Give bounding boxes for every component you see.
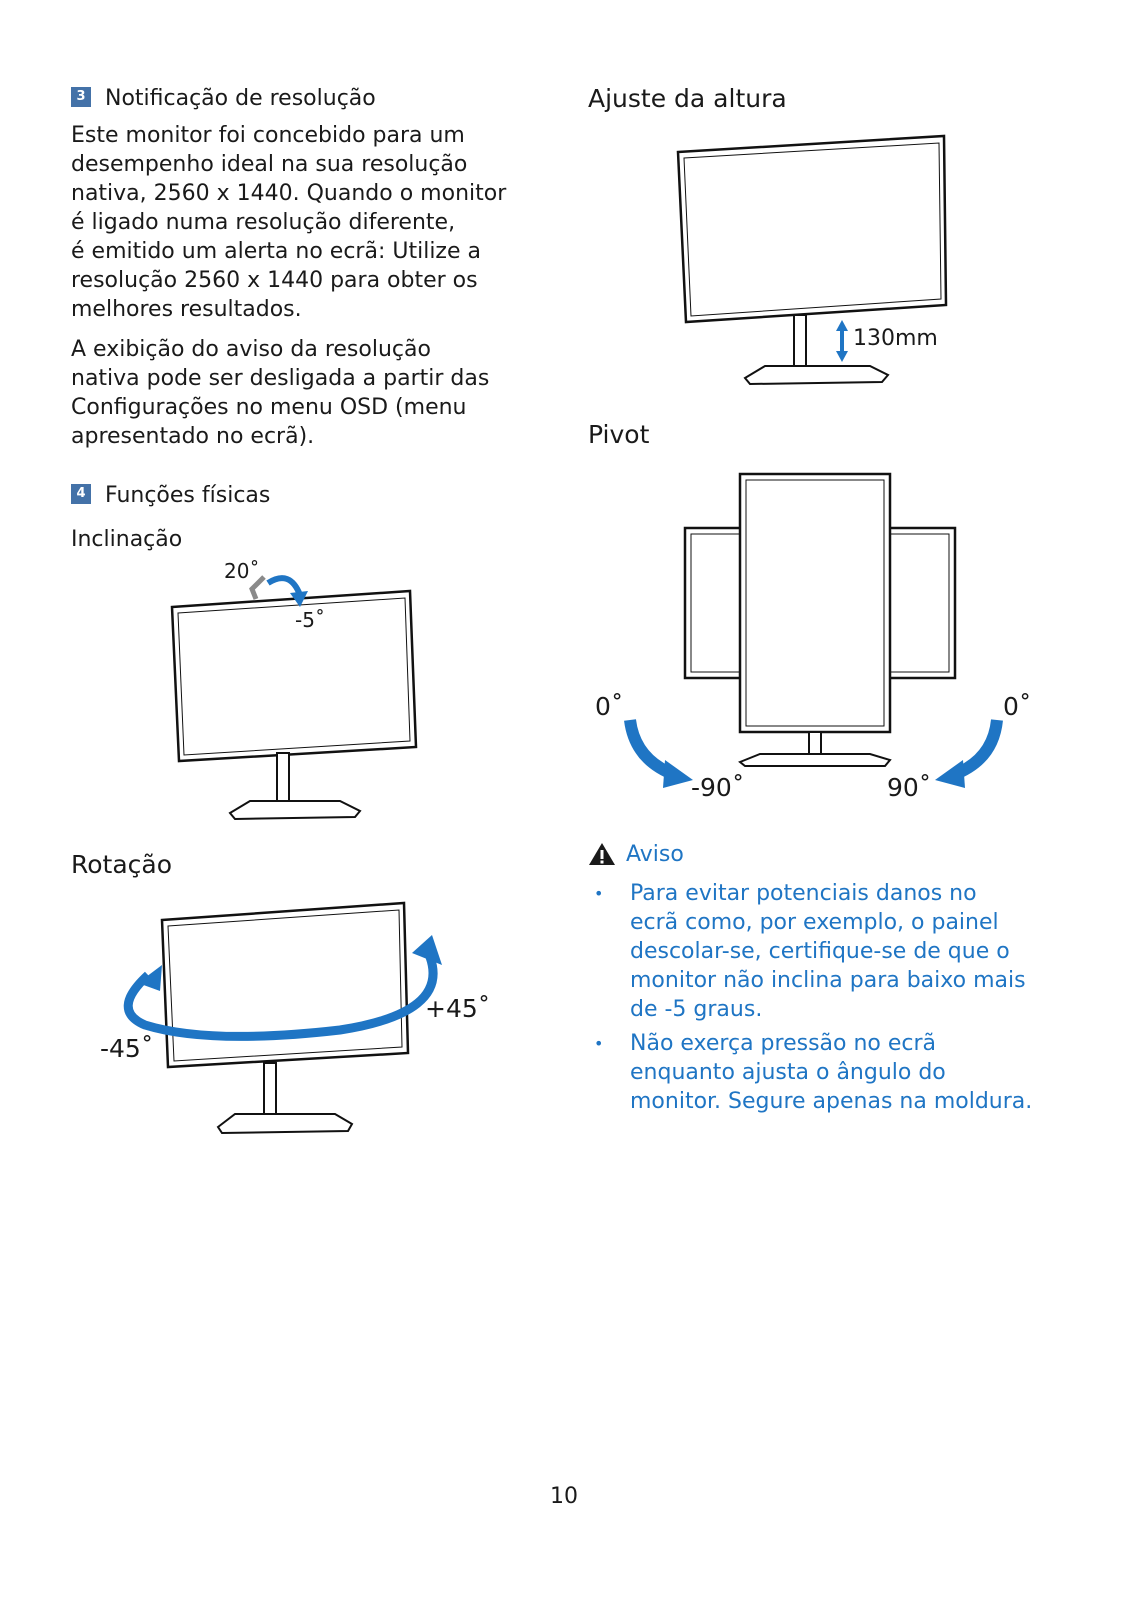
arrow-down-icon [836,351,848,362]
text-line: enquanto ajusta o ângulo do [630,1060,946,1085]
text-line: descolar-se, certifique-se de que o [630,939,1010,964]
warning-bullet-1: • Para evitar potenciais danos no ecrã c… [586,879,1056,1024]
text-line: nativa, 2560 x 1440. Quando o monitor [71,181,507,206]
text-line: apresentado no ecrã). [71,424,315,449]
tilt-title: Inclinação [71,527,183,552]
text-line: melhores resultados. [71,297,302,322]
monitor-stand-neck [263,1062,277,1119]
tilt-illustration: 20˚ -5˚ [170,559,418,821]
swivel-left-label: -45˚ [100,1034,153,1063]
arrow-head-icon [412,935,442,965]
text-line: desempenho ideal na sua resolução [71,152,468,177]
monitor-bezel [683,142,942,317]
tilt-back-arrow [249,575,266,600]
arrow-head-icon [290,591,308,607]
height-title: Ajuste da altura [588,84,787,113]
bullet-dot: • [594,884,604,903]
text-line: monitor não inclina para baixo mais [630,968,1026,993]
pivot-title: Pivot [588,420,650,449]
monitor-bezel [167,909,403,1062]
page-number: 10 [550,1484,578,1509]
text-line: Este monitor foi concebido para um [71,123,465,148]
text-line: Configurações no menu OSD (menu [71,395,467,420]
text-line: monitor. Segure apenas na moldura. [630,1089,1033,1114]
portrait-monitor-screen [738,472,892,734]
swivel-right-label: +45˚ [425,994,490,1023]
warning-title: Aviso [626,841,684,867]
section-4-heading: 4 Funções físicas [71,481,270,510]
monitor-screen [160,901,410,1069]
pivot-left-top-label: 0˚ [595,692,623,721]
text-line: é emitido um alerta no ecrã: Utilize a [71,239,481,264]
monitor-bezel [177,597,411,756]
monitor-stand-base [738,753,892,767]
text-line: de -5 graus. [630,997,763,1022]
bullet-dot: • [594,1034,604,1053]
tilt-down-label: -5˚ [295,608,325,632]
monitor-stand-neck [808,731,822,757]
text-line: ecrã como, por exemplo, o painel [630,910,999,935]
text-line: resolução 2560 x 1440 para obter os [71,268,478,293]
pivot-left-bottom-label: -90˚ [691,773,744,802]
section-4-title: Funções físicas [105,483,271,508]
resolution-paragraph-1: Este monitor foi concebido para um desem… [71,121,541,324]
swivel-illustration: -45˚ +45˚ [100,901,490,1135]
arrow-up-icon [836,320,848,331]
warning-icon [589,843,615,865]
monitor-screen [170,589,418,763]
arrow-head-icon [138,965,162,991]
text-line: é ligado numa resolução diferente, [71,210,456,235]
pivot-illustration: 0˚ 0˚ -90˚ 90˚ [595,472,1031,802]
section-number-badge: 4 [71,484,91,504]
warning-heading: Aviso [588,841,684,867]
portrait-monitor-bezel [745,479,885,727]
monitor-stand-base [228,800,362,821]
height-adjust-illustration: 130mm [676,134,948,386]
text-line: Não exerça pressão no ecrã [630,1031,937,1056]
resolution-paragraph-2: A exibição do aviso da resolução nativa … [71,335,541,451]
height-range-label: 130mm [853,326,938,351]
warning-bullet-2: • Não exerça pressão no ecrã enquanto aj… [586,1029,1056,1116]
pivot-right-top-label: 0˚ [1003,692,1031,721]
section-3-title: Notificação de resolução [105,86,376,111]
swivel-arrow [123,955,438,1041]
section-number-badge: 3 [71,87,91,107]
arrow-head-icon [935,760,965,788]
text-line: Para evitar potenciais danos no [630,881,977,906]
text-line: nativa pode ser desligada a partir das [71,366,490,391]
text-line: A exibição do aviso da resolução [71,337,431,362]
section-3-heading: 3 Notificação de resolução [71,84,376,113]
monitor-stand-base [216,1113,354,1135]
arrow-head-icon [663,760,693,788]
monitor-stand-base [743,365,890,386]
pivot-right-bottom-label: 90˚ [887,773,931,802]
tilt-forward-arrow [266,575,303,597]
monitor-screen [676,134,948,324]
swivel-title: Rotação [71,850,173,879]
tilt-up-label: 20˚ [224,559,259,583]
